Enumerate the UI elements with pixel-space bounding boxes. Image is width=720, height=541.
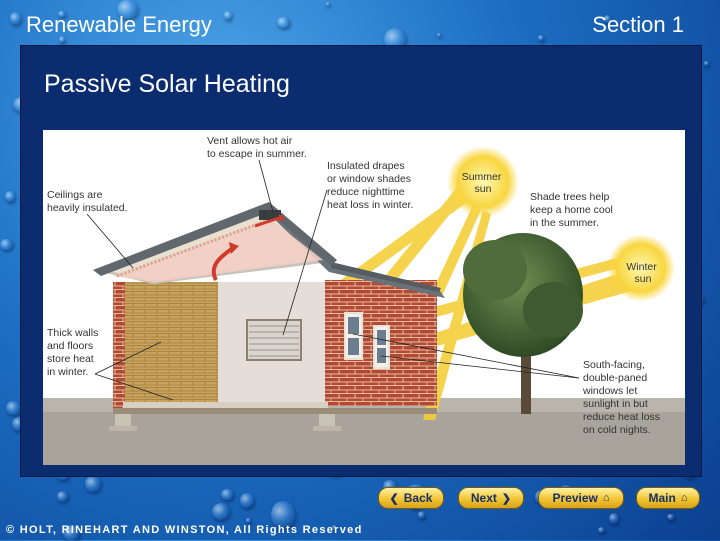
chapter-title: Renewable Energy	[26, 12, 212, 38]
water-drop	[609, 513, 619, 524]
drapes-label: Insulated drapes or window shades reduce…	[327, 160, 414, 211]
main-button[interactable]: Main ⌂	[636, 487, 700, 509]
preview-label: Preview	[552, 491, 597, 505]
water-drop	[598, 527, 606, 533]
main-label: Main	[649, 491, 676, 505]
passive-solar-diagram: Vent allows hot air to escape in summer.…	[43, 130, 685, 465]
water-drop	[538, 35, 544, 41]
vent-label: Vent allows hot air to escape in summer.	[207, 135, 307, 160]
water-drop	[85, 476, 101, 491]
chevron-right-icon: ❯	[502, 492, 511, 505]
next-label: Next	[471, 491, 497, 505]
water-drop	[240, 493, 254, 508]
home-icon: ⌂	[681, 492, 688, 504]
back-button[interactable]: ❮ Back	[378, 487, 444, 509]
water-drop	[10, 12, 20, 25]
water-drop	[5, 191, 15, 203]
water-drop	[418, 511, 425, 519]
next-button[interactable]: Next ❯	[458, 487, 524, 509]
water-drop	[437, 33, 441, 37]
water-drop	[277, 17, 290, 28]
shade-trees-label: Shade trees help keep a home cool in the…	[530, 191, 616, 229]
section-label: Section 1	[592, 12, 684, 38]
back-label: Back	[404, 491, 433, 505]
water-drop	[0, 239, 13, 251]
home-icon: ⌂	[603, 492, 610, 504]
ceilings-label: Ceilings are heavily insulated.	[47, 189, 128, 214]
slide-title: Passive Solar Heating	[44, 70, 290, 99]
water-drop	[326, 2, 330, 6]
walls-label: Thick walls and floors store heat in win…	[47, 327, 101, 378]
house-illustration: Vent allows hot air to escape in summer.…	[43, 130, 685, 465]
preview-button[interactable]: Preview ⌂	[538, 487, 624, 509]
water-drop	[667, 514, 675, 520]
water-drop	[224, 11, 232, 19]
water-drop	[6, 401, 21, 415]
copyright-footer: © HOLT, RINEHART AND WINSTON, All Rights…	[6, 524, 363, 536]
chevron-left-icon: ❮	[390, 492, 399, 505]
water-drop	[212, 503, 230, 520]
water-drop	[704, 61, 709, 67]
shade-tree	[463, 233, 583, 414]
water-drop	[221, 489, 234, 500]
water-drop	[246, 518, 251, 523]
water-drop	[57, 491, 69, 502]
